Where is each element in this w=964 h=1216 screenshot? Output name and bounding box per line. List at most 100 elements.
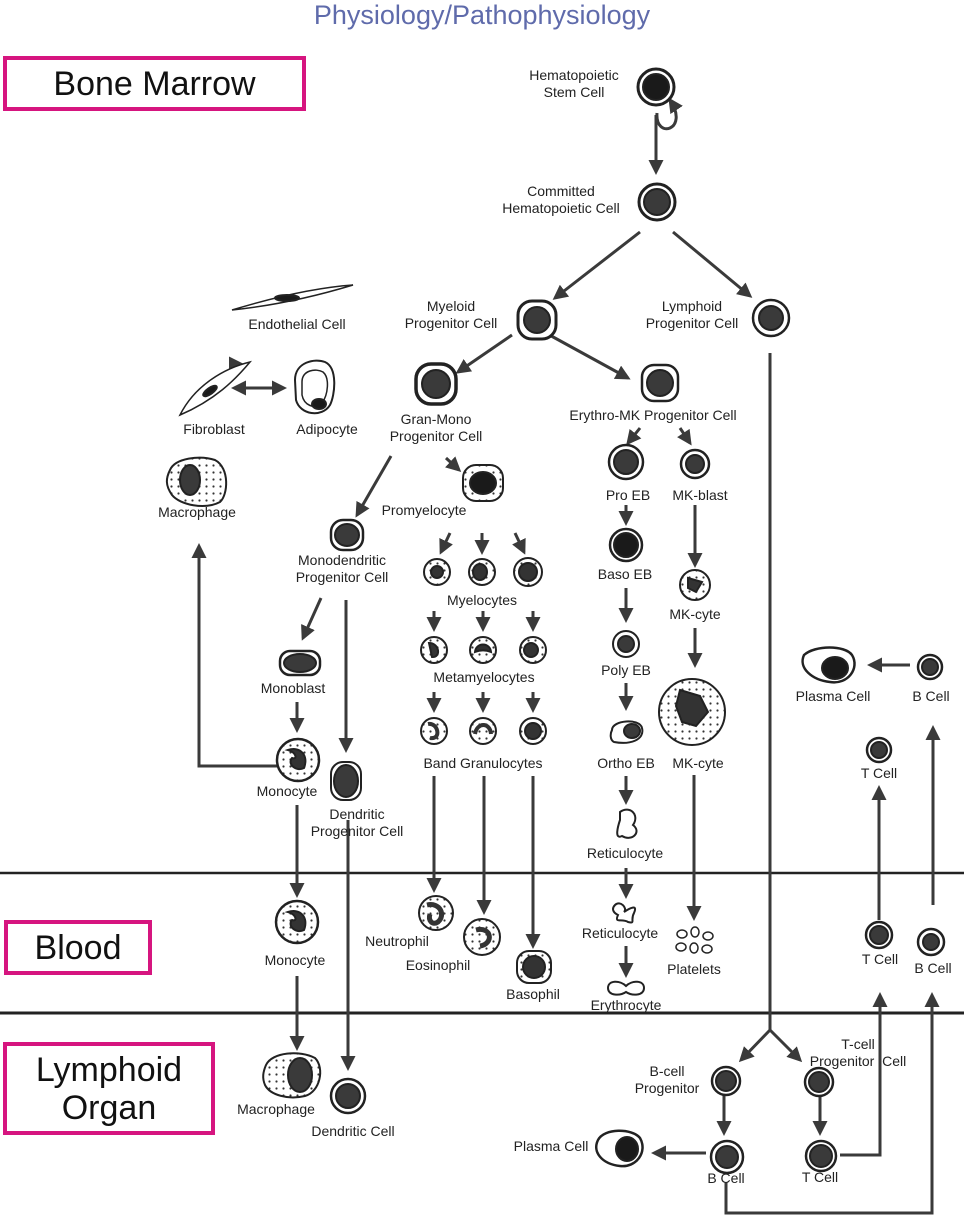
tcell-prog-cell (803, 1066, 835, 1098)
region-lymphoid-organ-label: Lymphoid Organ (35, 1050, 183, 1127)
myeloid-cell (516, 299, 558, 341)
region-blood-label: Blood (34, 928, 122, 967)
arrow-promyelocyte-myelocyte-1 (439, 532, 453, 555)
label-pro-eb: Pro EB (605, 487, 651, 503)
dendritic-prog-cell (330, 761, 362, 801)
metamyelocyte-cell-1 (420, 636, 448, 664)
label-adipocyte: Adipocyte (296, 421, 358, 437)
arrow-erythromk-proeb (626, 427, 642, 446)
arrow-committed-lymphoid (672, 230, 753, 298)
arrow-granmono-promyelocyte (444, 456, 462, 473)
label-band: Band Granulocytes (423, 755, 543, 771)
granmono-cell (414, 362, 458, 406)
label-monodendritic: Monodendritic Progenitor Cell (295, 552, 389, 585)
ortho-eb-cell (609, 720, 644, 744)
label-reticulocyte-blood: Reticulocyte (581, 925, 659, 941)
plasma-lo-cell (595, 1129, 644, 1168)
band-cell-2 (469, 717, 497, 745)
label-mk-blast: MK-blast (672, 487, 728, 503)
arrow-tlo-tblood (840, 992, 888, 1157)
monocyte-blood-cell (274, 899, 320, 945)
label-endothelial: Endothelial Cell (248, 316, 346, 332)
myelocyte-cell-2 (468, 558, 496, 586)
t-blood-cell (864, 920, 894, 950)
arrow-myeloid-granmono (455, 333, 513, 374)
eosinophil-cell (463, 918, 501, 956)
label-plasma-bm: Plasma Cell (795, 688, 871, 704)
label-macrophage-lo: Macrophage (237, 1101, 315, 1117)
b-blood-cell (916, 927, 946, 957)
adipocyte-cell (293, 359, 336, 415)
arrow-myeloid-erythromk (543, 330, 631, 380)
label-monocyte-bm: Monocyte (256, 783, 318, 799)
label-myelocytes: Myelocytes (446, 592, 518, 608)
arrow-lymphoid-branch-t (768, 1028, 803, 1063)
lymphoid-cell (751, 298, 791, 338)
label-metamyelocytes: Metamyelocytes (433, 669, 535, 685)
label-eosinophil: Eosinophil (405, 957, 471, 973)
endothelial-cell (231, 284, 354, 311)
metamyelocyte-cell-3 (519, 636, 547, 664)
label-dendritic-lo: Dendritic Cell (311, 1123, 395, 1139)
region-bone-marrow: Bone Marrow (3, 56, 306, 111)
mk-cyte-cell-1 (679, 569, 711, 601)
label-erythro-mk: Erythro-MK Progenitor Cell (569, 407, 737, 423)
hsc-cell (636, 67, 676, 107)
monodendritic-cell (329, 518, 365, 552)
label-fibroblast: Fibroblast (183, 421, 245, 437)
label-tcell-prog: T-cell Progenitor Cell (809, 1036, 907, 1069)
label-poly-eb: Poly EB (601, 662, 651, 678)
reticulocyte-blood-cell (612, 902, 636, 924)
t-bm-cell (865, 736, 893, 764)
monoblast-cell (278, 649, 322, 677)
arrow-monocyte-macrophage (191, 543, 277, 768)
label-promyelocyte: Promyelocyte (381, 502, 467, 518)
myelocyte-cell-3 (513, 557, 543, 587)
label-t-bm: T Cell (860, 765, 898, 781)
label-bcell-prog: B-cell Progenitor (634, 1063, 700, 1096)
label-granmono: Gran-Mono Progenitor Cell (389, 411, 483, 444)
b-bm-cell (916, 653, 944, 681)
monocyte-bm-cell (275, 737, 321, 783)
label-dendritic-prog: Dendritic Progenitor Cell (310, 806, 404, 839)
label-t-blood: T Cell (861, 951, 899, 967)
neutrophil-cell (418, 895, 454, 931)
bcell-prog-cell (710, 1065, 742, 1097)
label-monoblast: Monoblast (260, 680, 326, 696)
label-hsc: Hematopoietic Stem Cell (529, 67, 619, 100)
arrow-blo-bblood (724, 992, 940, 1215)
arrow-granmono-monodendritic (355, 455, 393, 518)
label-b-bm: B Cell (912, 688, 950, 704)
region-lymphoid-organ: Lymphoid Organ (3, 1042, 215, 1135)
label-committed: Committed Hematopoietic Cell (502, 183, 620, 216)
fibroblast-cell (178, 360, 253, 417)
dendritic-lo-cell (329, 1077, 367, 1115)
pro-eb-cell (607, 443, 645, 481)
poly-eb-cell (612, 630, 640, 658)
platelets-cell (675, 926, 714, 954)
reticulocyte-bm-cell (616, 808, 638, 839)
committed-cell (637, 182, 677, 222)
label-neutrophil: Neutrophil (365, 933, 429, 949)
label-reticulocyte-bm: Reticulocyte (586, 845, 664, 861)
label-mk-cyte-2: MK-cyte (672, 755, 724, 771)
label-ortho-eb: Ortho EB (597, 755, 655, 771)
arrow-promyelocyte-myelocyte-3 (512, 532, 526, 555)
arrow-lymphoid-branch-b (738, 1028, 772, 1063)
label-monocyte-blood: Monocyte (264, 952, 326, 968)
b-lo-cell (709, 1139, 745, 1175)
arrow-monodendritic-monoblast (301, 597, 323, 641)
arrow-committed-myeloid (552, 230, 641, 300)
mk-cyte-cell-2 (658, 678, 726, 746)
label-platelets: Platelets (667, 961, 721, 977)
baso-eb-cell (608, 527, 644, 563)
label-t-lo: T Cell (801, 1169, 839, 1185)
band-cell-1 (420, 717, 448, 745)
label-lymphoid: Lymphoid Progenitor Cell (645, 298, 739, 331)
basophil-cell (516, 950, 552, 984)
erythrocyte-cell (606, 980, 646, 996)
label-baso-eb: Baso EB (597, 566, 653, 582)
label-myeloid: Myeloid Progenitor Cell (404, 298, 498, 331)
label-mk-cyte-1: MK-cyte (669, 606, 721, 622)
